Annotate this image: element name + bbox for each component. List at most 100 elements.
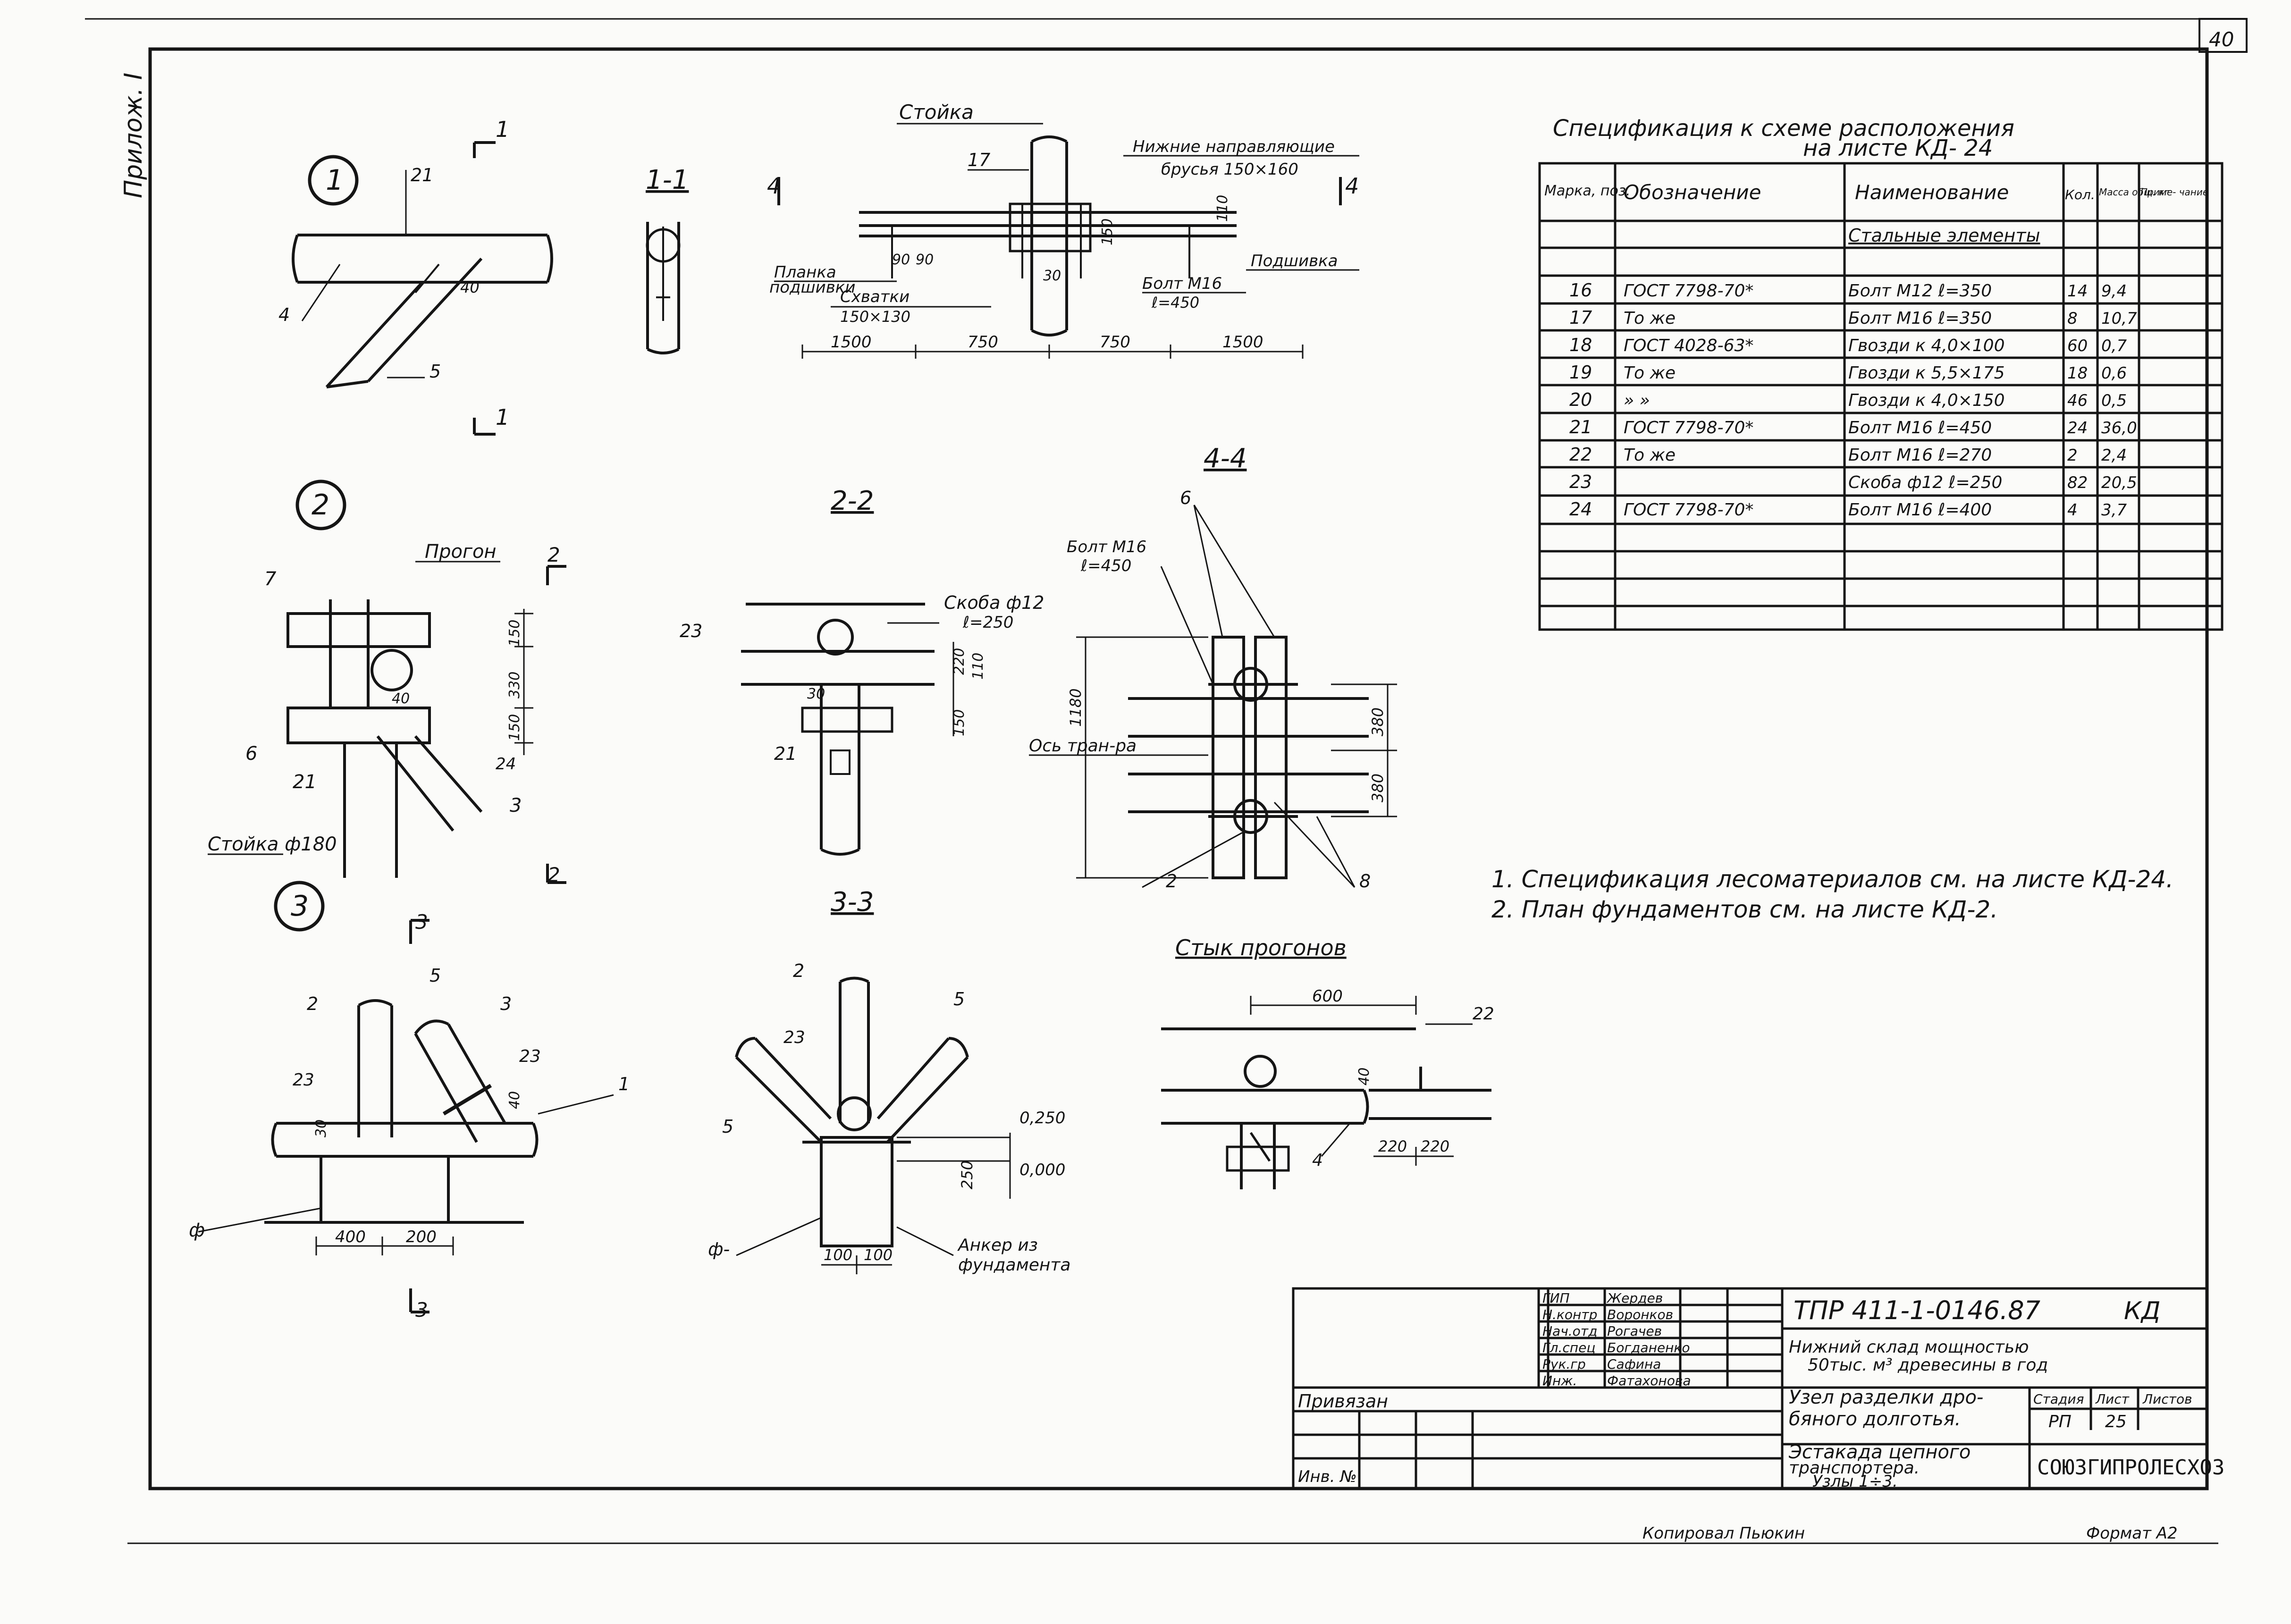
spec-cell-mass: 10,7 <box>2101 309 2137 328</box>
spec-cell-qty: 18 <box>2067 364 2088 383</box>
stamp-title-3: Эстакада цепного <box>1788 1441 1971 1463</box>
spec-cell-pos: 19 <box>1569 362 1592 383</box>
label-skoba: Скоба ф12 <box>944 592 1044 613</box>
label-stoyka: Стойка <box>899 101 974 124</box>
node1-pos-5: 5 <box>430 361 441 382</box>
spec-header-mass: Масса общ. кг <box>2099 186 2169 198</box>
stamp-signer: Сафина <box>1607 1356 1661 1372</box>
node1-section-mark-bottom: 1 <box>496 404 509 430</box>
section-2-2-title: 2-2 <box>831 486 874 516</box>
spec-cell-mass: 0,7 <box>2101 337 2127 355</box>
joint-pos-4: 4 <box>1312 1151 1323 1170</box>
node2-pos-24: 24 <box>496 755 516 774</box>
view-4-plan: Стойка 17 Нижние направляющие брусья 150… <box>767 101 1359 359</box>
label-skhvatki: Схватки <box>840 287 910 306</box>
label-l450-plan: ℓ=450 <box>1151 294 1199 311</box>
node3-phi: ф <box>189 1220 205 1241</box>
stamp-signer: Рогачев <box>1607 1323 1662 1339</box>
label-bolt16-plan: Болт М16 <box>1142 274 1222 293</box>
copied-by: Копировал Пьюкин <box>1642 1524 1805 1543</box>
stamp-signer: Жердев <box>1606 1290 1663 1306</box>
stamp-object-2: 50тыс. м³ древесины в год <box>1808 1355 2048 1375</box>
node2-dim-150b: 150 <box>506 714 523 741</box>
stamp-sheet: 25 <box>2105 1412 2127 1431</box>
label-os-tr: Ось тран-ра <box>1029 736 1137 756</box>
label-l250: ℓ=250 <box>962 613 1013 632</box>
spec-title-2: на листе КД- 24 <box>1803 135 1993 161</box>
section-1-1-view: 1-1 <box>646 165 689 354</box>
spec-cell-name: Болт М16 ℓ=400 <box>1848 500 1992 520</box>
joint-dim-220b: 220 <box>1421 1137 1449 1155</box>
joint-dim-220a: 220 <box>1378 1137 1407 1155</box>
spec-cell-mass: 0,6 <box>2101 364 2127 383</box>
dim-90-a: 90 <box>892 252 910 268</box>
sec44-pos-8: 8 <box>1359 871 1371 892</box>
note-1: 1. Спецификация лесоматериалов см. на ли… <box>1491 866 2173 893</box>
sec33-pos-2: 2 <box>793 960 804 981</box>
label-lower-guides: Нижние направляющие <box>1133 137 1335 156</box>
spec-header-note: Приме- чание <box>2140 186 2208 198</box>
spec-cell-name: Гвозди к 4,0×150 <box>1848 391 2005 410</box>
section-4-4-view: 4-4 6 Болт М16 <box>1029 443 1397 892</box>
node3-dim-400: 400 <box>335 1228 366 1246</box>
spec-cell-name: Скоба ф12 ℓ=250 <box>1848 473 2002 492</box>
node-2-number: 2 <box>312 488 329 522</box>
view4-pos-17: 17 <box>968 150 990 170</box>
sec44-bolt: Болт М16 <box>1067 538 1146 556</box>
section-2-2-view: 2-2 Скоба ф12 ℓ=250 23 21 30 220 110 150 <box>680 486 1044 856</box>
label-anker-1: Анкер из <box>957 1236 1038 1255</box>
spec-cell-designation: ГОСТ 4028-63* <box>1624 336 1753 355</box>
stamp-stage-header: Стадия <box>2033 1391 2084 1407</box>
spec-cell-mass: 36,0 <box>2101 419 2137 438</box>
section-1-1-title: 1-1 <box>646 165 689 195</box>
node2-mark-top: 2 <box>547 543 560 566</box>
sec22-dim-220: 220 <box>951 648 968 675</box>
spec-cell-name: Болт М16 ℓ=450 <box>1848 418 1992 438</box>
sec44-dim-380b: 380 <box>1369 774 1387 802</box>
spec-cell-pos: 21 <box>1569 417 1592 438</box>
format-label: Формат А2 <box>2086 1524 2178 1543</box>
spec-cell-designation: ГОСТ 7798-70* <box>1624 500 1753 520</box>
node1-dim-40: 40 <box>460 278 480 296</box>
stamp-title-1: Узел разделки дро- <box>1789 1387 1983 1408</box>
spec-cell-designation: То же <box>1624 363 1676 383</box>
stamp-role: Рук.гр <box>1542 1356 1586 1372</box>
note-2: 2. План фундаментов см. на листе КД-2. <box>1491 896 1998 923</box>
dim-750-b: 750 <box>1100 333 1130 352</box>
node2-dim-40: 40 <box>392 690 410 707</box>
label-progon: Прогон <box>425 541 497 563</box>
sec22-pos-23: 23 <box>680 621 702 641</box>
node2-pos-7: 7 <box>264 568 277 590</box>
joint-dim-600: 600 <box>1312 987 1343 1006</box>
spec-cell-mass: 0,5 <box>2101 391 2127 410</box>
stamp-role: Нач.отд <box>1542 1323 1597 1339</box>
label-stoyka180: Стойка ф180 <box>208 833 337 855</box>
joint-pos-22: 22 <box>1473 1004 1494 1024</box>
sheet-frame <box>85 18 2248 1544</box>
sec22-dim-110: 110 <box>970 653 986 680</box>
view4-mark-right: 4 <box>1345 173 1359 199</box>
stamp-role: Гл.спец <box>1542 1340 1595 1355</box>
spec-cell-mass: 2,4 <box>2101 446 2127 465</box>
node3-mark-top: 3 <box>415 910 428 934</box>
node2-pos-3: 3 <box>510 795 522 816</box>
spec-header-pos: Марка, поз. <box>1544 183 1630 199</box>
node3-pos-23a: 23 <box>519 1047 541 1066</box>
sec33-dim-100b: 100 <box>864 1246 893 1264</box>
sec44-pos-6: 6 <box>1180 488 1191 508</box>
dim-1500-a: 1500 <box>831 333 872 352</box>
node3-pos-5: 5 <box>430 965 441 986</box>
spec-cell-name: Болт М12 ℓ=350 <box>1848 281 1992 301</box>
sec44-dim-380a: 380 <box>1369 707 1387 736</box>
spec-cell-qty: 82 <box>2067 473 2088 492</box>
dim-150: 150 <box>1099 219 1116 245</box>
stamp-role: Н.контр <box>1542 1307 1597 1322</box>
stamp-signer: Богданенко <box>1607 1340 1690 1355</box>
node2-pos-6: 6 <box>245 743 257 765</box>
sec22-dim-150: 150 <box>951 709 968 736</box>
spec-cell-designation: То же <box>1624 446 1676 465</box>
node3-pos-3: 3 <box>500 993 512 1014</box>
dim-750-a: 750 <box>968 333 998 352</box>
